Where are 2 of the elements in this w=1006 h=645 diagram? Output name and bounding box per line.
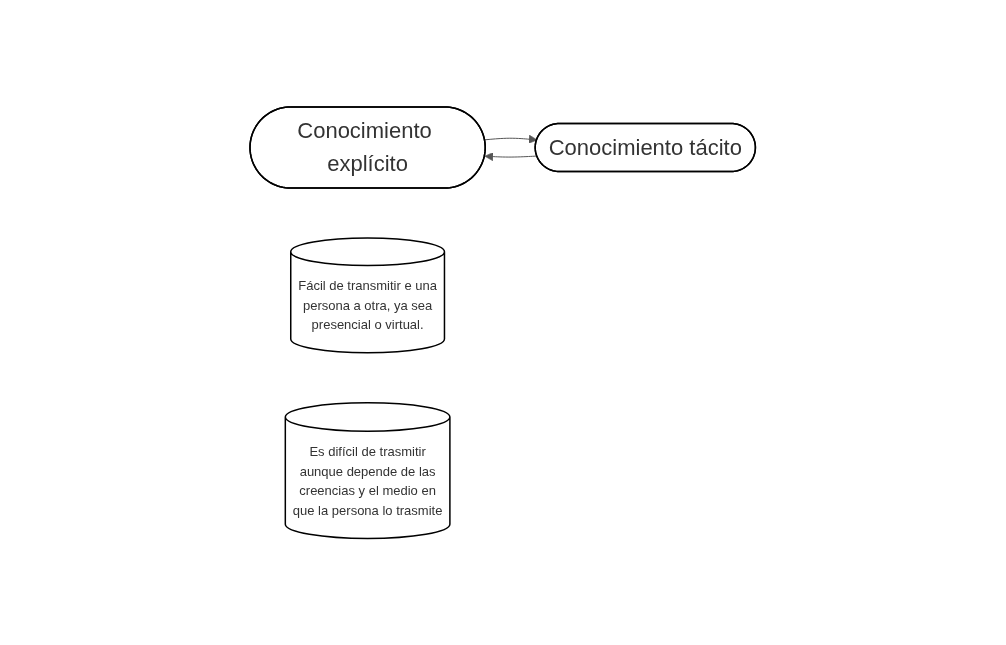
arrow — [484, 134, 538, 144]
arrow — [484, 151, 538, 161]
